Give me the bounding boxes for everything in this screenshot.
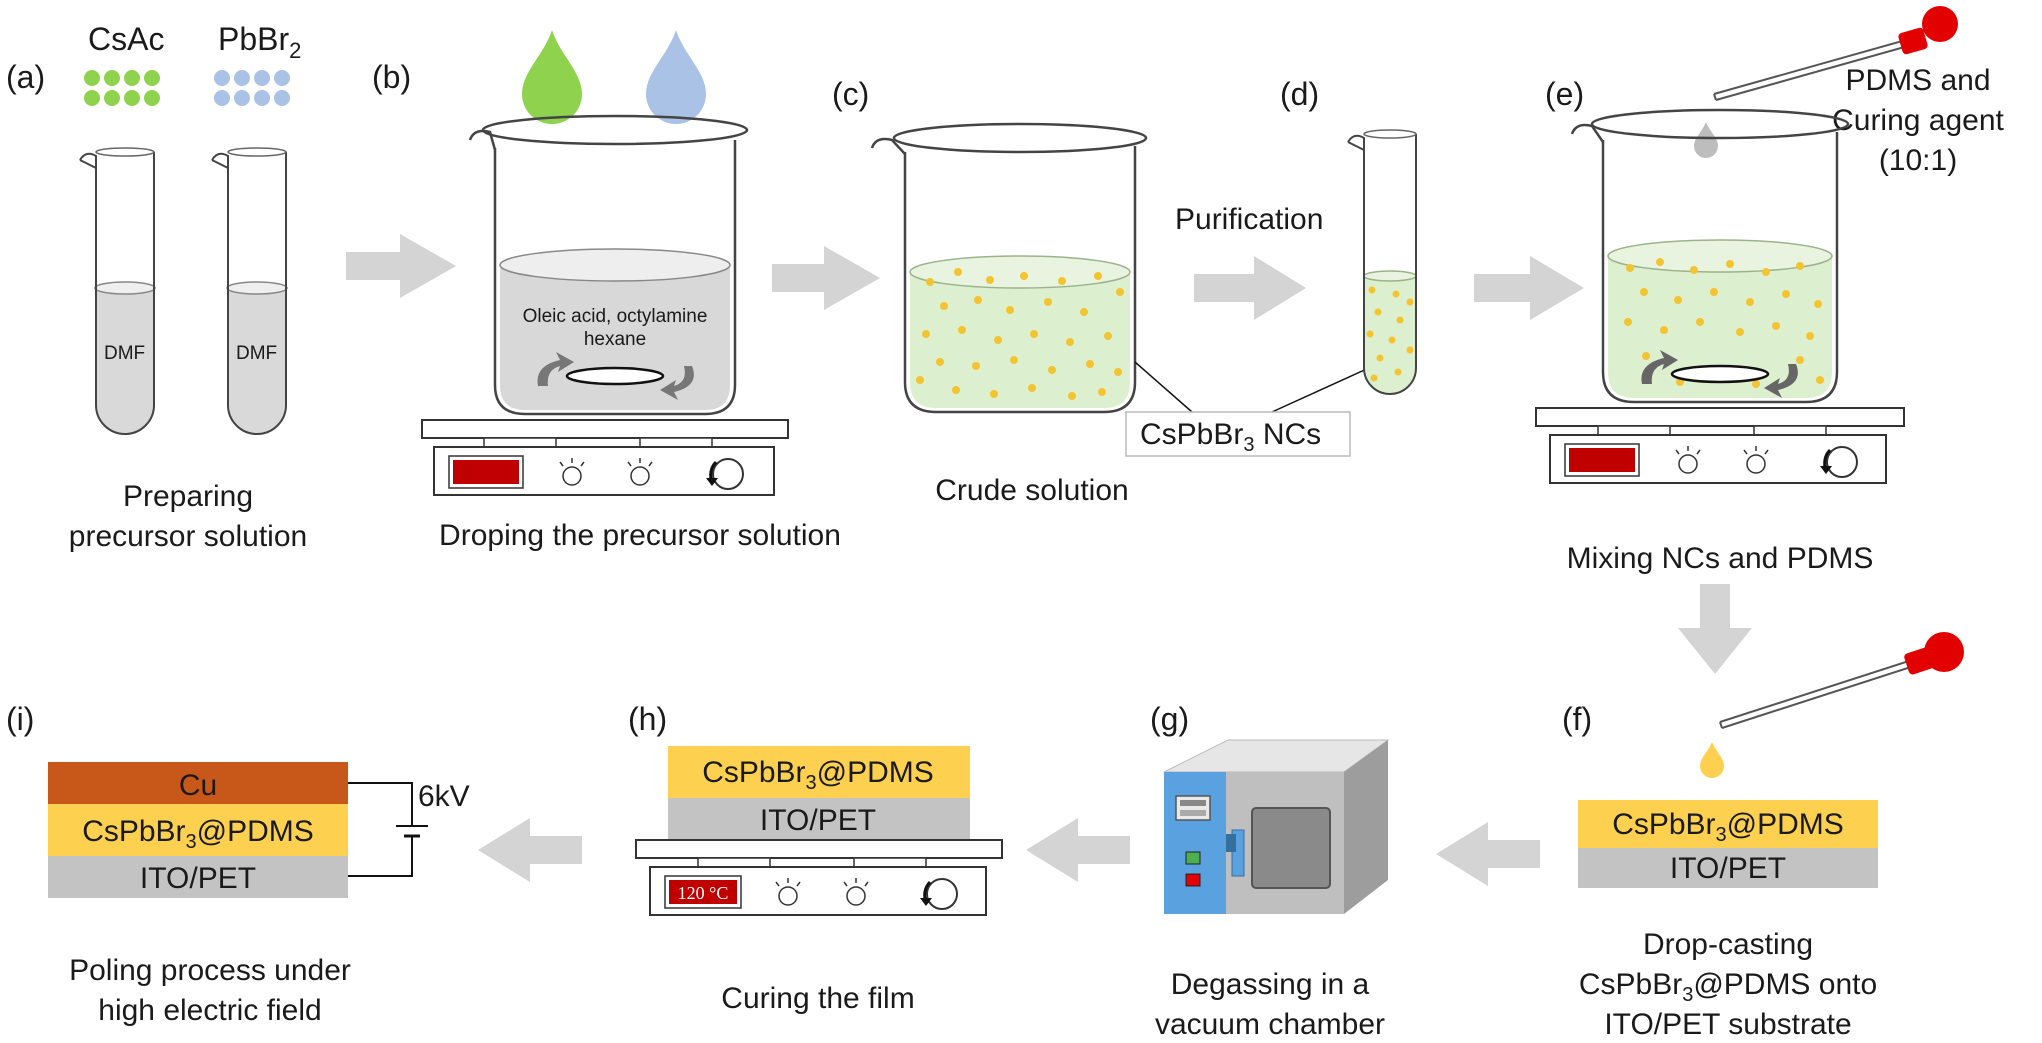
beaker-icon: [468, 114, 749, 416]
layer-h-bottom: ITO/PET: [760, 804, 876, 837]
arrow-icon: [478, 818, 582, 882]
substrate-layer: [668, 798, 970, 840]
nanocrystal-dots: [916, 268, 1124, 400]
drop-icon: [1694, 122, 1718, 158]
solution-text-line2: hexane: [584, 329, 646, 350]
stir-bar-icon: [565, 366, 665, 386]
arrow-icon: [772, 246, 880, 310]
layer-i-top: Cu: [179, 769, 217, 802]
stir-bar-icon: [1670, 364, 1770, 384]
step-label-d: (d): [1280, 76, 1319, 112]
caption-i-line2: high electric field: [98, 994, 321, 1027]
step-label-e: (e): [1545, 76, 1584, 112]
step-label-g: (g): [1150, 701, 1189, 737]
rotation-arrow-icon: [1641, 350, 1678, 384]
step-e: (e) PDMS and Curing agent (10:1): [1535, 6, 2005, 575]
dropper-icon: [1713, 6, 1958, 101]
reagent-csac: CsAc: [88, 21, 164, 57]
step-f: (f) CsPbBr3@PDMS ITO/PET Drop-casting Cs…: [1562, 632, 1964, 1041]
note-e-line2: Curing agent: [1832, 104, 2004, 137]
substrate-layer: [1578, 848, 1878, 888]
step-label-a: (a): [6, 59, 45, 95]
step-a: (a) CsAc PbBr2 DMF DMF Prep: [6, 21, 307, 553]
cu-layer: [48, 762, 348, 804]
hot-plate-icon: [1535, 407, 1905, 484]
solution-text-line1: Oleic acid, octylamine: [523, 306, 708, 327]
reagent-pbbr2: PbBr2: [218, 21, 301, 63]
csac-particles: [84, 70, 160, 106]
green-drop-icon: [522, 30, 582, 124]
voltage-label: 6kV: [418, 780, 470, 813]
note-e-line1: PDMS and: [1845, 64, 1990, 97]
layer-h-top: CsPbBr3@PDMS: [702, 756, 934, 794]
step-label-f: (f): [1562, 701, 1592, 737]
caption-a-line2: precursor solution: [69, 520, 307, 553]
caption-a-line1: Preparing: [123, 480, 253, 513]
hot-plate-icon: [635, 839, 1003, 916]
caption-e: Mixing NCs and PDMS: [1567, 542, 1874, 575]
layer-i-mid: CsPbBr3@PDMS: [82, 815, 314, 853]
blue-drop-icon: [646, 30, 706, 124]
nanocrystal-dots: [1366, 286, 1414, 382]
substrate-layer: [48, 856, 348, 898]
dropper-icon: [1719, 632, 1964, 729]
drop-icon: [1700, 742, 1724, 778]
arrow-icon: [1436, 822, 1540, 886]
temperature-display: 120 °C: [678, 883, 729, 903]
note-e-line3: (10:1): [1879, 144, 1957, 177]
step-label-i: (i): [6, 701, 34, 737]
caption-i-line1: Poling process under: [69, 954, 351, 987]
layer-i-bottom: ITO/PET: [140, 862, 256, 895]
tube-label-dmf-1: DMF: [104, 343, 145, 364]
step-i: (i) Cu CsPbBr3@PDMS ITO/PET 6kV Poling p…: [6, 701, 470, 1027]
arrow-icon: [1194, 256, 1306, 320]
caption-g-line1: Degassing in a: [1171, 968, 1370, 1001]
step-b: (b) Oleic acid, octylamine hexane: [372, 30, 841, 552]
step-g: (g) Degassing in a vacuum chamber: [1150, 701, 1390, 1041]
test-tube-icon: [211, 147, 288, 435]
composite-layer: [48, 804, 348, 856]
rotation-arrow-icon: [660, 366, 694, 400]
layer-f-bottom: ITO/PET: [1670, 852, 1786, 885]
arrow-icon: [346, 234, 456, 298]
rotation-arrow-icon: [1764, 364, 1798, 398]
purification-label: Purification: [1175, 203, 1323, 236]
callout-label: CsPbBr3 NCs: [1140, 418, 1321, 456]
caption-g-line2: vacuum chamber: [1155, 1008, 1385, 1041]
caption-b: Droping the precursor solution: [439, 519, 841, 552]
arrow-icon: [1026, 818, 1130, 882]
layer-f-top: CsPbBr3@PDMS: [1612, 808, 1844, 846]
composite-layer: [668, 746, 970, 798]
battery-icon: [348, 782, 428, 877]
tube-label-dmf-2: DMF: [236, 343, 277, 364]
hot-plate-icon: [421, 419, 789, 496]
step-c: (c) Crude solution: [832, 76, 1148, 507]
caption-c: Crude solution: [935, 474, 1128, 507]
nc-callout: CsPbBr3 NCs: [1125, 360, 1385, 457]
step-label-c: (c): [832, 76, 869, 112]
beaker-icon: [870, 122, 1148, 414]
arrow-icon: [1474, 256, 1584, 320]
composite-layer: [1578, 800, 1878, 848]
caption-f-line3: ITO/PET substrate: [1604, 1008, 1851, 1041]
test-tube-icon: [79, 147, 156, 435]
arrow-icon: [1678, 584, 1752, 674]
caption-f-line2: CsPbBr3@PDMS onto: [1579, 968, 1877, 1006]
caption-h: Curing the film: [721, 982, 914, 1015]
pbbr2-particles: [214, 70, 290, 106]
step-label-b: (b): [372, 59, 411, 95]
step-h: (h) CsPbBr3@PDMS ITO/PET 120 °C Curing t…: [628, 701, 1003, 1015]
caption-f-line1: Drop-casting: [1643, 928, 1813, 961]
vacuum-oven-icon: [1163, 739, 1390, 914]
rotation-arrow-icon: [537, 352, 574, 386]
test-tube-icon: [1347, 129, 1417, 395]
step-label-h: (h): [628, 701, 667, 737]
nanocrystal-dots: [1624, 258, 1824, 388]
step-d: (d): [1280, 76, 1417, 395]
